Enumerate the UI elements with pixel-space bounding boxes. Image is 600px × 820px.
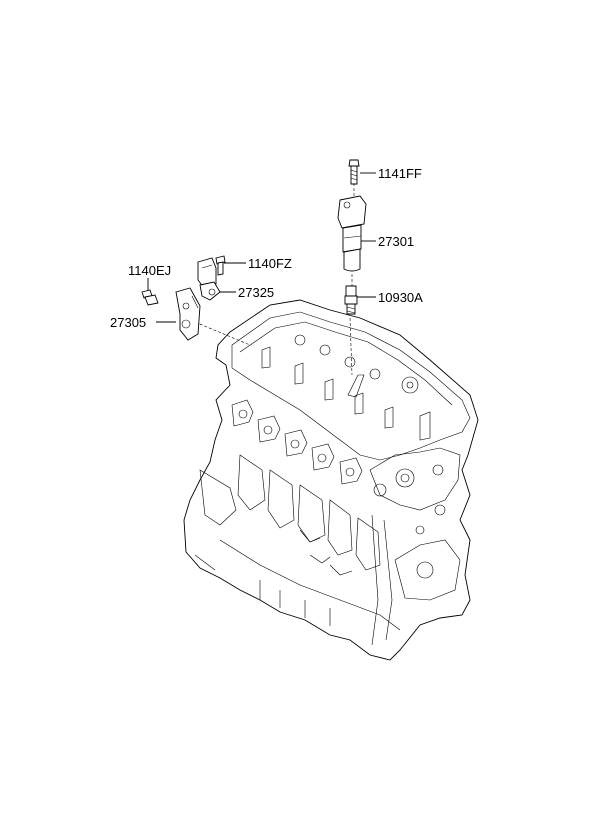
coil-wells bbox=[261, 346, 431, 441]
label-27325: 27325 bbox=[238, 285, 274, 300]
engine-block bbox=[183, 299, 479, 661]
callout-labels: 1141FF 27301 10930A 1140FZ 1140EJ 27325 … bbox=[110, 166, 423, 330]
port-row bbox=[231, 399, 363, 485]
leader-lines bbox=[147, 172, 376, 376]
camshaft-caps bbox=[294, 334, 419, 394]
bolt-1141ff bbox=[348, 159, 360, 185]
label-1140ej: 1140EJ bbox=[128, 263, 171, 278]
label-1141ff: 1141FF bbox=[378, 166, 422, 181]
block-details bbox=[194, 454, 461, 646]
label-27301: 27301 bbox=[378, 234, 414, 249]
bolt-1140ej bbox=[141, 289, 159, 306]
spark-plug-10930a bbox=[344, 285, 358, 315]
label-10930a: 10930A bbox=[378, 290, 423, 305]
bolt-1140fz bbox=[215, 255, 226, 276]
label-1140fz: 1140FZ bbox=[248, 256, 292, 271]
bracket-27305 bbox=[175, 287, 201, 341]
cam-sensor-27325 bbox=[197, 257, 221, 301]
label-27305: 27305 bbox=[110, 315, 146, 330]
ignition-coil-27301 bbox=[337, 195, 367, 272]
